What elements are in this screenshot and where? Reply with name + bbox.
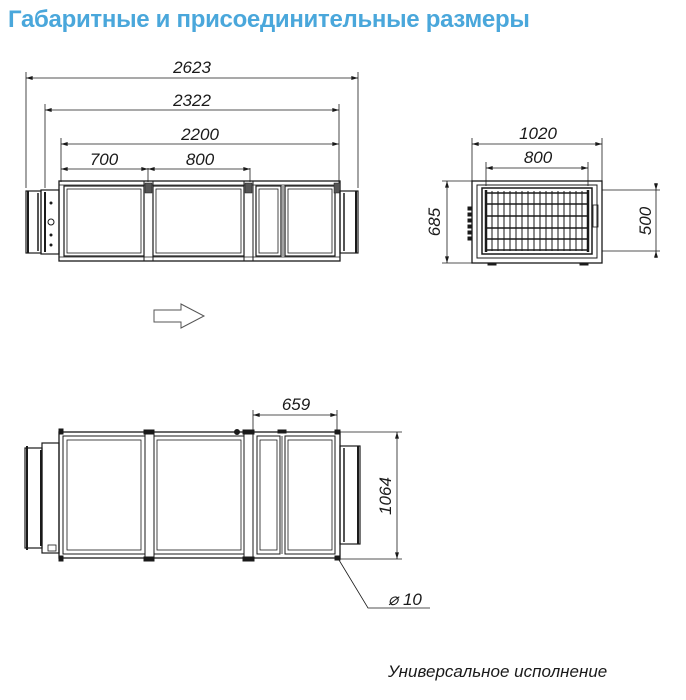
dim-height: 685	[425, 207, 444, 236]
dim-overall-length: 2623	[172, 58, 211, 77]
dim-section-2: 800	[186, 150, 215, 169]
dim-body-length: 2200	[180, 125, 219, 144]
page-title: Габаритные и присоединительные размеры	[8, 6, 530, 33]
dim-body-with-flange: 2322	[172, 91, 211, 110]
dim-hole-diameter: ⌀ 10	[388, 590, 422, 609]
airflow-arrow-icon	[153, 303, 206, 329]
caption: Универсальное исполнение	[388, 662, 608, 681]
front-view	[442, 138, 660, 266]
dim-section-1: 700	[90, 150, 119, 169]
dim-inner-width: 800	[524, 148, 553, 167]
dim-depth: 1064	[376, 477, 395, 515]
dim-width: 1020	[519, 124, 557, 143]
top-view	[24, 410, 430, 609]
dim-inner-height: 500	[636, 206, 655, 235]
side-view	[25, 72, 359, 262]
dim-section-length: 659	[282, 395, 311, 414]
